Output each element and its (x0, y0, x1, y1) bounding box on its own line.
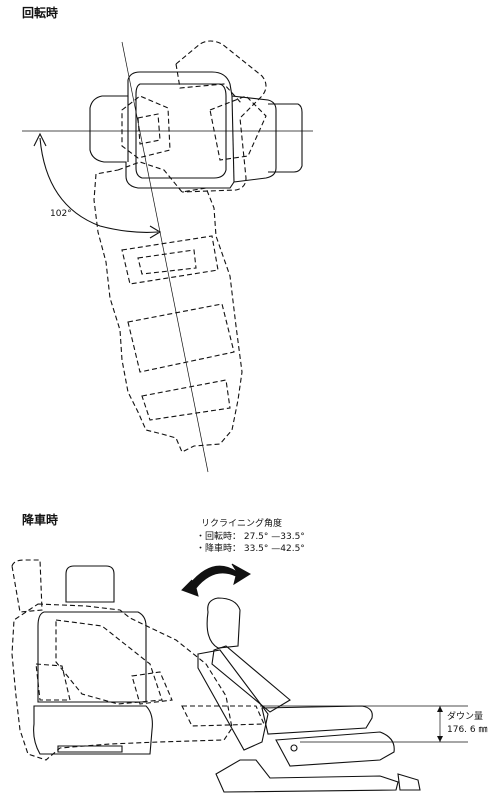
rotation-section-title: 回転時 (22, 6, 59, 20)
recline-rotation-range: ・回転時： 27.5° —33.5° (196, 532, 305, 542)
seat-side-view (197, 597, 421, 793)
descent-section-title: 降車時 (22, 513, 59, 527)
seat-top-view-solid (89, 71, 303, 189)
down-dimension-arrow-top (437, 706, 443, 712)
rotation-angle-arc (39, 137, 159, 233)
rotation-angle-arrow-end (149, 225, 162, 239)
down-amount-value: 176. 6 ㎜ (447, 725, 488, 735)
down-dimension-arrow-bottom (437, 736, 443, 742)
recline-title: リクライニング角度 (201, 519, 283, 529)
seat-front-view (11, 559, 265, 761)
recline-descent-range: ・降車時： 33.5° —42.5° (196, 544, 305, 554)
recline-double-arrow (181, 563, 251, 597)
rotation-angle-arrow-start (33, 132, 47, 147)
down-amount-label: ダウン量 (447, 712, 484, 722)
seat-top-view-rotated-dashed (93, 40, 267, 453)
rotation-angle-label: 102° (50, 209, 72, 219)
